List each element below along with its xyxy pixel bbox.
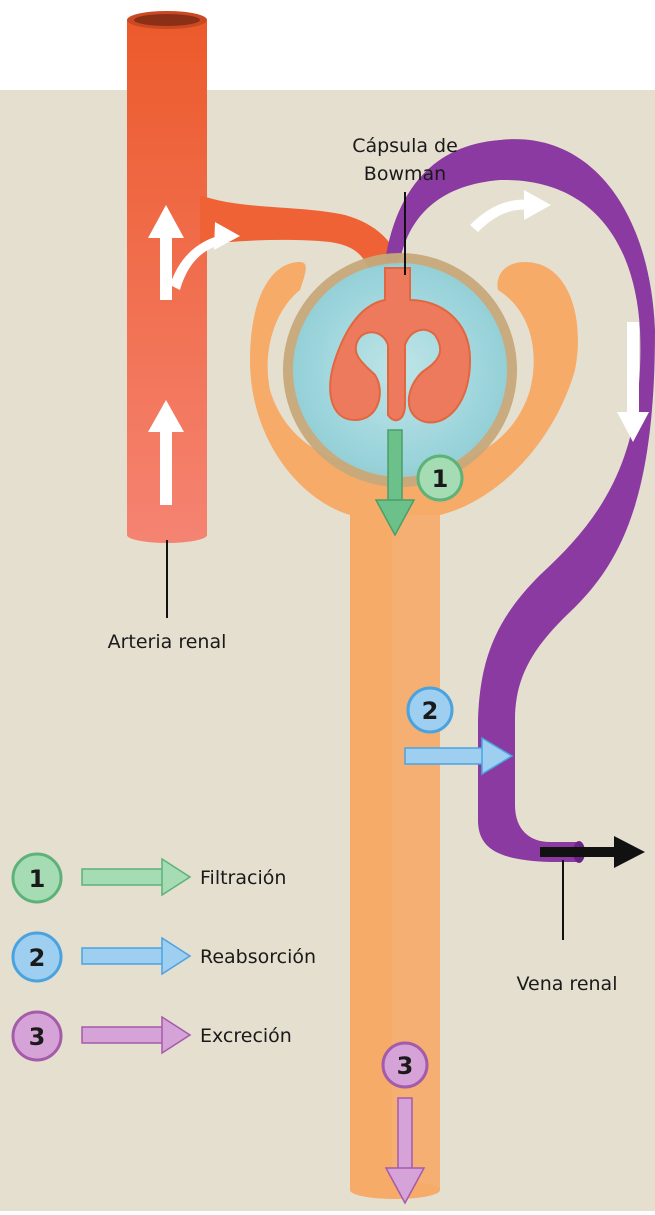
excretion-marker-number: 3 bbox=[397, 1052, 414, 1080]
legend-arrow-excretion bbox=[82, 1027, 164, 1043]
legend-number-reabsorption: 2 bbox=[29, 944, 46, 972]
filtration-marker-number: 1 bbox=[432, 465, 449, 493]
vein-label: Vena renal bbox=[517, 973, 618, 995]
reabsorption-marker-number: 2 bbox=[422, 697, 439, 725]
legend-number-excretion: 3 bbox=[29, 1023, 46, 1051]
legend: 1 Filtración 2 Reabsorción 3 Excreción bbox=[13, 854, 316, 1060]
legend-arrow-filtration bbox=[82, 869, 164, 885]
legend-label-reabsorption: Reabsorción bbox=[200, 946, 316, 968]
artery-label: Arteria renal bbox=[108, 631, 227, 653]
legend-number-filtration: 1 bbox=[29, 865, 46, 893]
capsule-label-line2: Bowman bbox=[364, 163, 446, 185]
tubule-highlight bbox=[392, 515, 440, 1190]
legend-arrow-reabsorption bbox=[82, 948, 164, 964]
artery-opening-inner bbox=[134, 14, 200, 26]
legend-label-excretion: Excreción bbox=[200, 1025, 292, 1047]
capsule-label-line1: Cápsula de bbox=[352, 135, 458, 157]
legend-label-filtration: Filtración bbox=[200, 867, 286, 889]
